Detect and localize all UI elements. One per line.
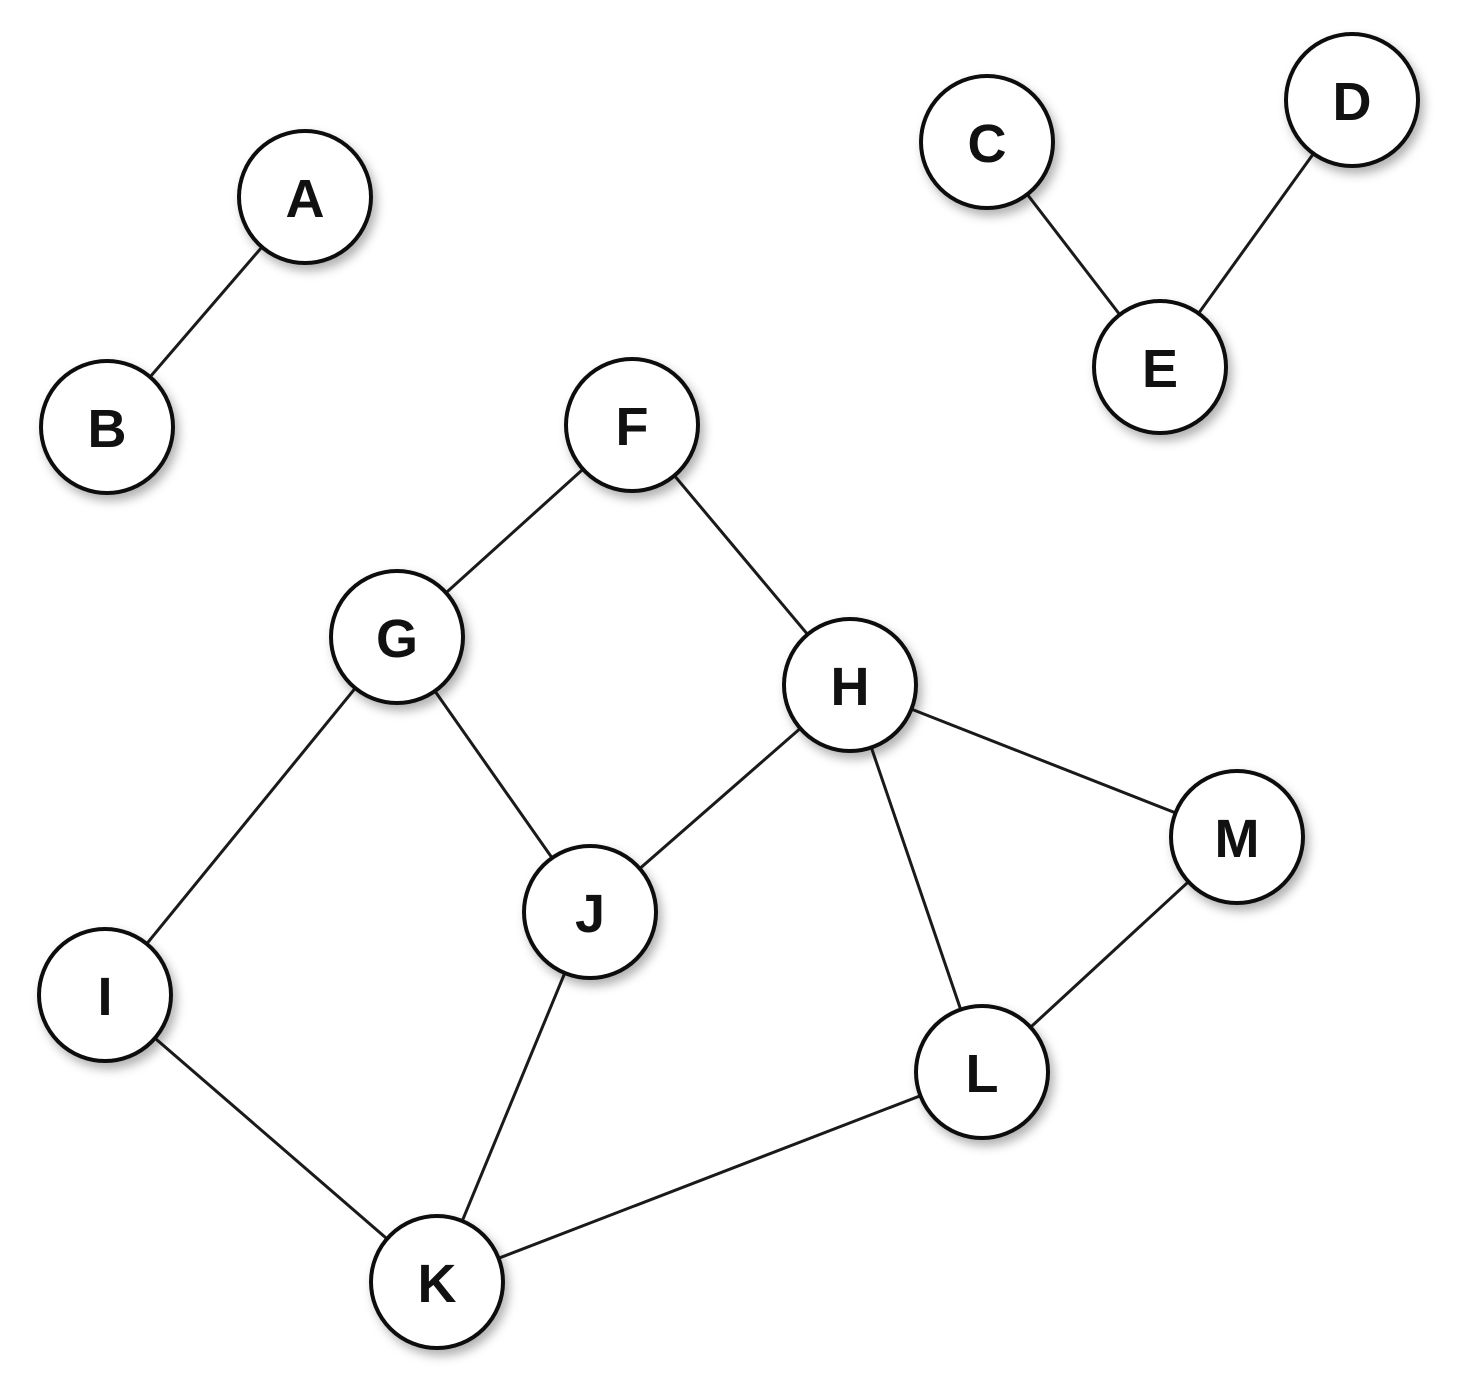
node-circle-E bbox=[1092, 299, 1228, 435]
edge-K-L bbox=[436, 1070, 983, 1284]
node-G: G bbox=[329, 569, 465, 705]
node-label-D: D bbox=[1333, 72, 1372, 132]
node-label-B: B bbox=[88, 399, 127, 459]
node-circle-B bbox=[39, 359, 175, 495]
node-label-G: G bbox=[376, 609, 418, 669]
node-J: J bbox=[522, 844, 658, 980]
node-label-A: A bbox=[286, 169, 325, 229]
node-L: L bbox=[914, 1004, 1050, 1140]
node-circle-L bbox=[914, 1004, 1050, 1140]
node-K: K bbox=[369, 1214, 505, 1350]
node-B: B bbox=[39, 359, 175, 495]
node-label-E: E bbox=[1142, 339, 1178, 399]
node-A: A bbox=[237, 129, 373, 265]
node-M: M bbox=[1169, 769, 1305, 905]
node-label-J: J bbox=[575, 884, 605, 944]
node-circle-F bbox=[564, 357, 700, 493]
node-circle-G bbox=[329, 569, 465, 705]
nodes-layer: A B C D E F G H I J K L M bbox=[37, 32, 1420, 1350]
node-label-M: M bbox=[1215, 809, 1260, 869]
node-I: I bbox=[37, 927, 173, 1063]
node-circle-I bbox=[37, 927, 173, 1063]
node-circle-K bbox=[369, 1214, 505, 1350]
node-circle-A bbox=[237, 129, 373, 265]
edge-H-L bbox=[848, 684, 984, 1073]
node-circle-M bbox=[1169, 769, 1305, 905]
node-label-C: C bbox=[968, 114, 1007, 174]
node-circle-C bbox=[919, 74, 1055, 210]
node-label-L: L bbox=[966, 1044, 999, 1104]
node-label-I: I bbox=[97, 967, 112, 1027]
node-circle-D bbox=[1284, 32, 1420, 168]
node-E: E bbox=[1092, 299, 1228, 435]
edge-H-M bbox=[849, 683, 1238, 839]
edges-layer bbox=[103, 99, 1354, 1284]
node-circle-J bbox=[522, 844, 658, 980]
edge-I-K bbox=[104, 993, 438, 1284]
node-circle-H bbox=[782, 617, 918, 753]
node-F: F bbox=[564, 357, 700, 493]
edge-G-I bbox=[103, 636, 399, 996]
node-label-F: F bbox=[616, 397, 649, 457]
node-C: C bbox=[919, 74, 1055, 210]
node-H: H bbox=[782, 617, 918, 753]
node-label-K: K bbox=[418, 1254, 457, 1314]
node-D: D bbox=[1284, 32, 1420, 168]
node-label-H: H bbox=[831, 657, 870, 717]
